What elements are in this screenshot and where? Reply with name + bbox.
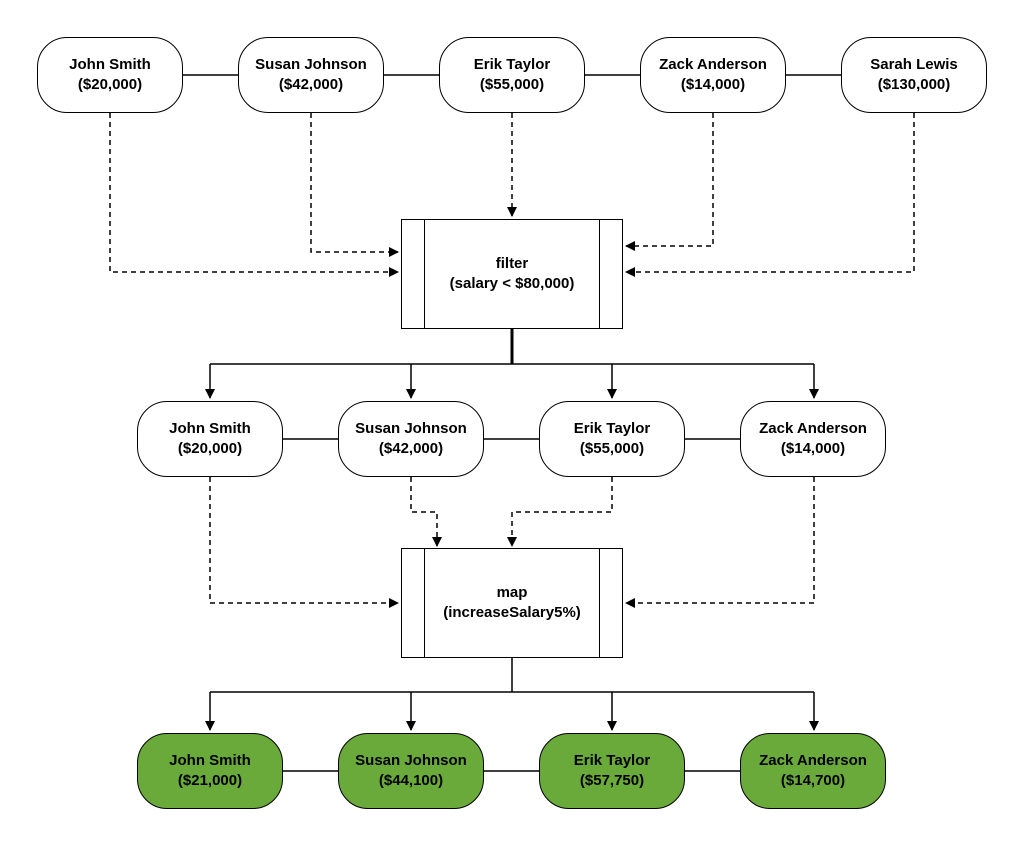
input-node-zack-anderson: Zack Anderson ($14,000)	[640, 37, 786, 113]
node-salary: ($21,000)	[177, 772, 243, 789]
dashed-arrow	[310, 113, 399, 257]
node-salary: ($130,000)	[877, 76, 951, 93]
input-node-john-smith: John Smith ($20,000)	[37, 37, 183, 113]
dashed-to-filter	[109, 113, 915, 277]
process-side-bar	[599, 549, 600, 657]
dashed-arrow	[507, 477, 613, 547]
output-node-erik-taylor: Erik Taylor ($57,750)	[539, 733, 685, 809]
node-name: Zack Anderson	[759, 752, 867, 769]
node-name: Susan Johnson	[355, 420, 467, 437]
process-expression: (salary < $80,000)	[449, 275, 575, 292]
filtered-node-susan-johnson: Susan Johnson ($42,000)	[338, 401, 484, 477]
input-node-susan-johnson: Susan Johnson ($42,000)	[238, 37, 384, 113]
dashed-arrow	[625, 113, 714, 251]
map-fanout	[205, 658, 819, 731]
process-side-bar	[424, 220, 425, 328]
output-node-john-smith: John Smith ($21,000)	[137, 733, 283, 809]
node-name: Susan Johnson	[355, 752, 467, 769]
process-side-bar	[424, 549, 425, 657]
dashed-arrow	[625, 477, 815, 608]
filtered-node-john-smith: John Smith ($20,000)	[137, 401, 283, 477]
filtered-node-erik-taylor: Erik Taylor ($55,000)	[539, 401, 685, 477]
node-salary: ($14,700)	[780, 772, 846, 789]
output-node-zack-anderson: Zack Anderson ($14,700)	[740, 733, 886, 809]
node-name: Zack Anderson	[659, 56, 767, 73]
node-name: Susan Johnson	[255, 56, 367, 73]
node-name: Zack Anderson	[759, 420, 867, 437]
process-expression: (increaseSalary5%)	[443, 604, 581, 621]
process-title: filter	[495, 255, 529, 272]
process-side-bar	[599, 220, 600, 328]
process-title: map	[496, 584, 528, 601]
output-node-susan-johnson: Susan Johnson ($44,100)	[338, 733, 484, 809]
node-name: Erik Taylor	[573, 420, 651, 437]
node-name: John Smith	[69, 56, 151, 73]
filter-process-box: filter (salary < $80,000)	[401, 219, 623, 329]
node-salary: ($20,000)	[77, 76, 143, 93]
node-salary: ($14,000)	[680, 76, 746, 93]
node-salary: ($55,000)	[479, 76, 545, 93]
dashed-to-map	[209, 477, 815, 608]
input-node-erik-taylor: Erik Taylor ($55,000)	[439, 37, 585, 113]
node-name: John Smith	[169, 752, 251, 769]
input-node-sarah-lewis: Sarah Lewis ($130,000)	[841, 37, 987, 113]
node-salary: ($20,000)	[177, 440, 243, 457]
node-name: Erik Taylor	[573, 752, 651, 769]
dashed-arrow	[109, 113, 399, 277]
node-salary: ($42,000)	[278, 76, 344, 93]
node-salary: ($42,000)	[378, 440, 444, 457]
node-name: John Smith	[169, 420, 251, 437]
node-name: Sarah Lewis	[870, 56, 958, 73]
node-salary: ($55,000)	[579, 440, 645, 457]
map-process-box: map (increaseSalary5%)	[401, 548, 623, 658]
node-salary: ($44,100)	[378, 772, 444, 789]
dashed-arrow	[410, 477, 442, 547]
node-salary: ($57,750)	[579, 772, 645, 789]
dashed-arrow	[209, 477, 399, 608]
filter-fanout	[205, 329, 819, 399]
dashed-arrow	[625, 113, 915, 277]
row-connectors	[183, 74, 841, 772]
filtered-node-zack-anderson: Zack Anderson ($14,000)	[740, 401, 886, 477]
node-name: Erik Taylor	[473, 56, 551, 73]
node-salary: ($14,000)	[780, 440, 846, 457]
